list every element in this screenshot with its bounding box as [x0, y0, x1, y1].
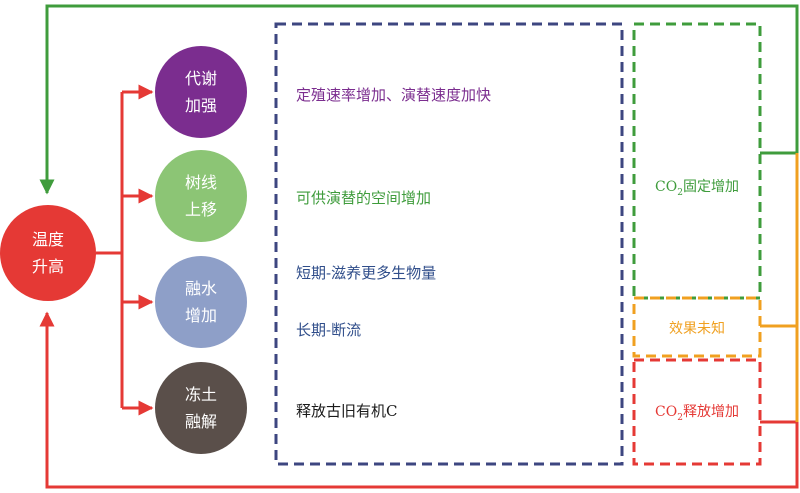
co2-fixation-prefix: CO — [655, 179, 678, 195]
release-dashed-box — [632, 358, 762, 466]
treeline-line2: 上移 — [184, 200, 217, 219]
effect-short-term: 短期-滋养更多生物量 — [296, 264, 437, 282]
permafrost-line2: 融解 — [184, 412, 217, 431]
permafrost-line1: 冻土 — [184, 385, 217, 404]
co2-release-prefix: CO — [655, 404, 678, 420]
co2-release-sub: 2 — [677, 412, 683, 423]
meltwater-line2: 增加 — [184, 306, 217, 325]
effect-succession-space: 可供演替的空间增加 — [296, 189, 432, 207]
branch-trunk — [96, 92, 124, 408]
temperature-rise-node: 温度 升高 — [0, 205, 96, 301]
green-feedback-arrow — [39, 4, 799, 195]
fixation-dashed-box — [632, 22, 762, 300]
metabolism-line2: 加强 — [184, 96, 217, 115]
co2-fixation-sub: 2 — [677, 187, 683, 198]
effect-ancient-carbon: 释放古旧有机C — [296, 402, 398, 420]
meltwater-node: 融水 增加 — [155, 256, 247, 348]
metabolism-line1: 代谢 — [184, 69, 217, 88]
co2-release-label: CO2释放增加 — [634, 401, 760, 423]
co2-release-suffix: 释放增加 — [682, 404, 739, 420]
treeline-line1: 树线 — [184, 173, 217, 192]
unknown-dashed-box — [632, 296, 762, 358]
unknown-effect-label: 效果未知 — [669, 321, 725, 337]
meltwater-line1: 融水 — [184, 279, 217, 298]
effects-dashed-box — [274, 22, 624, 466]
effect-colonization: 定殖速率增加、演替速度加快 — [296, 86, 492, 104]
metabolism-node: 代谢 加强 — [155, 46, 247, 138]
effect-long-term: 长期-断流 — [296, 321, 362, 339]
treeline-node: 树线 上移 — [155, 150, 247, 242]
co2-fixation-suffix: 固定增加 — [682, 179, 739, 195]
temperature-rise-line1: 温度 — [31, 230, 64, 249]
red-feedback-arrow — [39, 311, 799, 489]
co2-fixation-label: CO2固定增加 — [634, 176, 760, 198]
temperature-rise-line2: 升高 — [31, 257, 64, 276]
permafrost-node: 冻土 融解 — [155, 362, 247, 454]
